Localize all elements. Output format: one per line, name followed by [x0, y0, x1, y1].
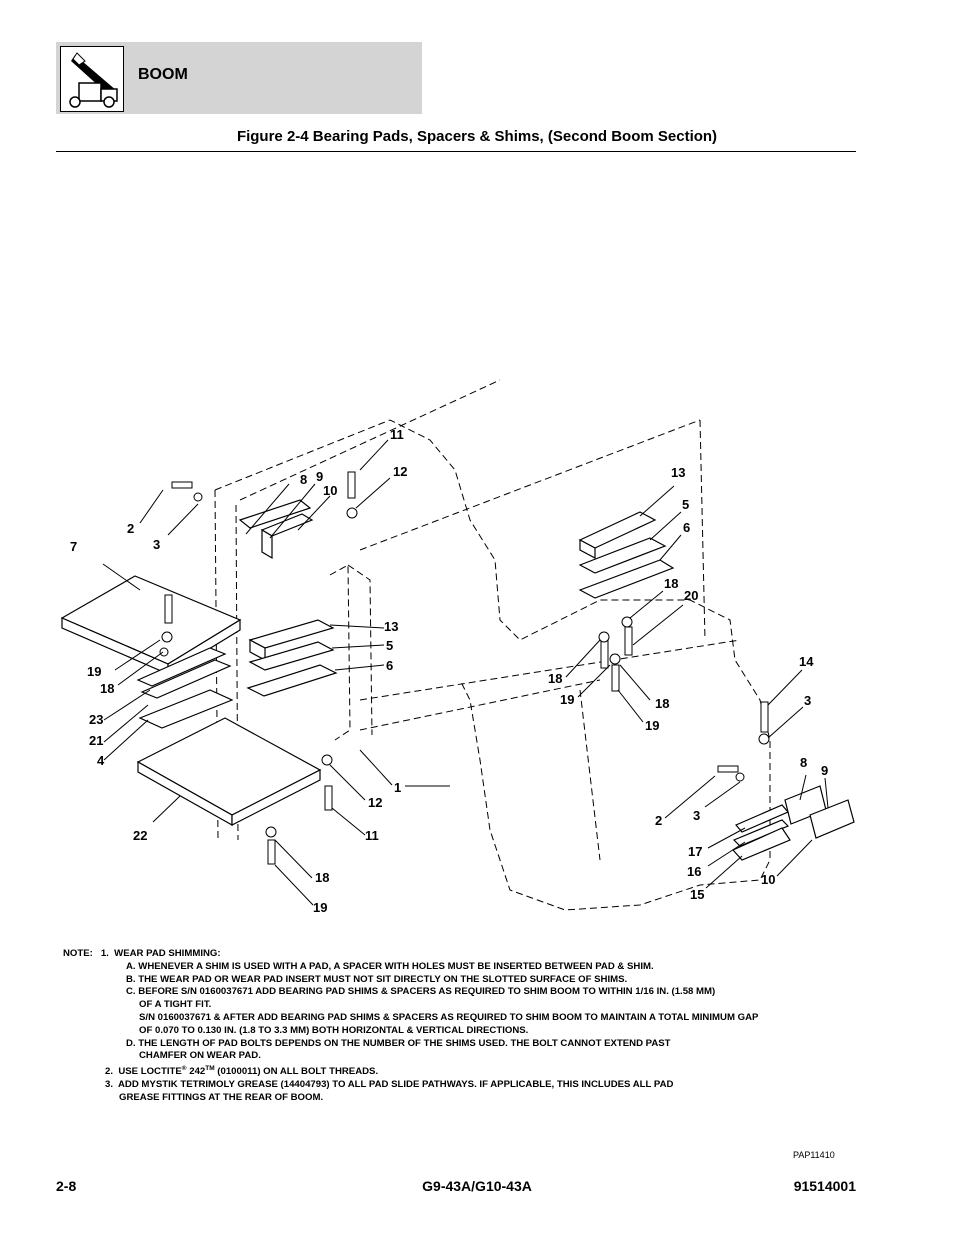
callout-label: 2	[127, 521, 134, 536]
page-number: 2-8	[56, 1178, 77, 1194]
note-line: S/N 0160037671 & AFTER ADD BEARING PAD S…	[139, 1011, 759, 1023]
callout-label: 17	[688, 844, 702, 859]
wear-pad-notes: NOTE: 1. WEAR PAD SHIMMING: A. WHENEVER …	[63, 948, 883, 1105]
note-line: C. BEFORE S/N 0160037671 ADD BEARING PAD…	[126, 986, 716, 998]
callout-label: 11	[390, 427, 404, 442]
callout-label: 23	[89, 712, 103, 727]
callout-label: 3	[693, 808, 700, 823]
callout-label: 2	[655, 813, 662, 828]
drawing-number: PAP11410	[793, 1150, 835, 1160]
model-number: G9-43A/G10-43A	[422, 1178, 532, 1194]
callout-label: 6	[683, 520, 690, 535]
callout-label: 3	[153, 537, 160, 552]
callout-label: 19	[87, 664, 101, 679]
figure-title: Figure 2-4 Bearing Pads, Spacers & Shims…	[236, 128, 718, 145]
callout-label: 16	[687, 864, 701, 879]
callout-label: 11	[365, 828, 379, 843]
callout-label: 18	[315, 870, 329, 885]
callout-label: 18	[655, 696, 669, 711]
callout-label: 9	[316, 469, 323, 484]
callout-label: 3	[804, 693, 811, 708]
callout-label: 12	[393, 464, 407, 479]
section-header: BOOM	[56, 42, 422, 114]
callout-label: 18	[664, 576, 678, 591]
callout-label: 10	[761, 872, 775, 887]
title-divider	[56, 151, 856, 152]
callout-label: 1	[394, 780, 401, 795]
callout-label: 8	[800, 755, 807, 770]
callout-label: 13	[384, 619, 398, 634]
callout-label: 19	[313, 900, 327, 915]
note-3: 3. ADD MYSTIK TETRIMOLY GREASE (14404793…	[105, 1079, 674, 1091]
callout-label: 19	[560, 692, 574, 707]
callout-label: 13	[671, 465, 685, 480]
telehandler-boom-icon	[60, 46, 124, 112]
callout-label: 15	[690, 887, 704, 902]
note-line: B. THE WEAR PAD OR WEAR PAD INSERT MUST …	[126, 973, 628, 985]
callout-label: 4	[97, 753, 105, 768]
section-title: BOOM	[138, 66, 188, 83]
callout-label: 18	[100, 681, 114, 696]
note-line: A. WHENEVER A SHIM IS USED WITH A PAD, A…	[126, 960, 654, 972]
note-3-cont: GREASE FITTINGS AT THE REAR OF BOOM.	[119, 1091, 324, 1103]
callout-label: 22	[133, 828, 147, 843]
document-number: 91514001	[793, 1178, 856, 1194]
note-line: CHAMFER ON WEAR PAD.	[139, 1050, 261, 1062]
callout-label: 21	[89, 733, 103, 748]
callout-label: 12	[368, 795, 382, 810]
callout-label: 7	[70, 539, 77, 554]
callout-label: 19	[645, 718, 659, 733]
callout-label: 8	[300, 472, 307, 487]
note-line: NOTE: 1. WEAR PAD SHIMMING:	[63, 948, 221, 959]
callout-label: 9	[821, 763, 828, 778]
callout-label: 18	[548, 671, 562, 686]
note-line: D. THE LENGTH OF PAD BOLTS DEPENDS ON TH…	[126, 1037, 671, 1049]
note-line: OF 0.070 TO 0.130 IN. (1.8 TO 3.3 MM) BO…	[139, 1024, 529, 1036]
callout-label: 10	[323, 483, 337, 498]
callout-label: 5	[682, 497, 689, 512]
callout-label: 6	[386, 658, 393, 673]
callout-label: 20	[684, 588, 698, 603]
note-line: OF A TIGHT FIT.	[139, 999, 212, 1011]
note-2: 2. USE LOCTITE® 242TM (0100011) ON ALL B…	[105, 1065, 379, 1078]
callout-label: 5	[386, 638, 393, 653]
callout-label: 14	[799, 654, 814, 669]
